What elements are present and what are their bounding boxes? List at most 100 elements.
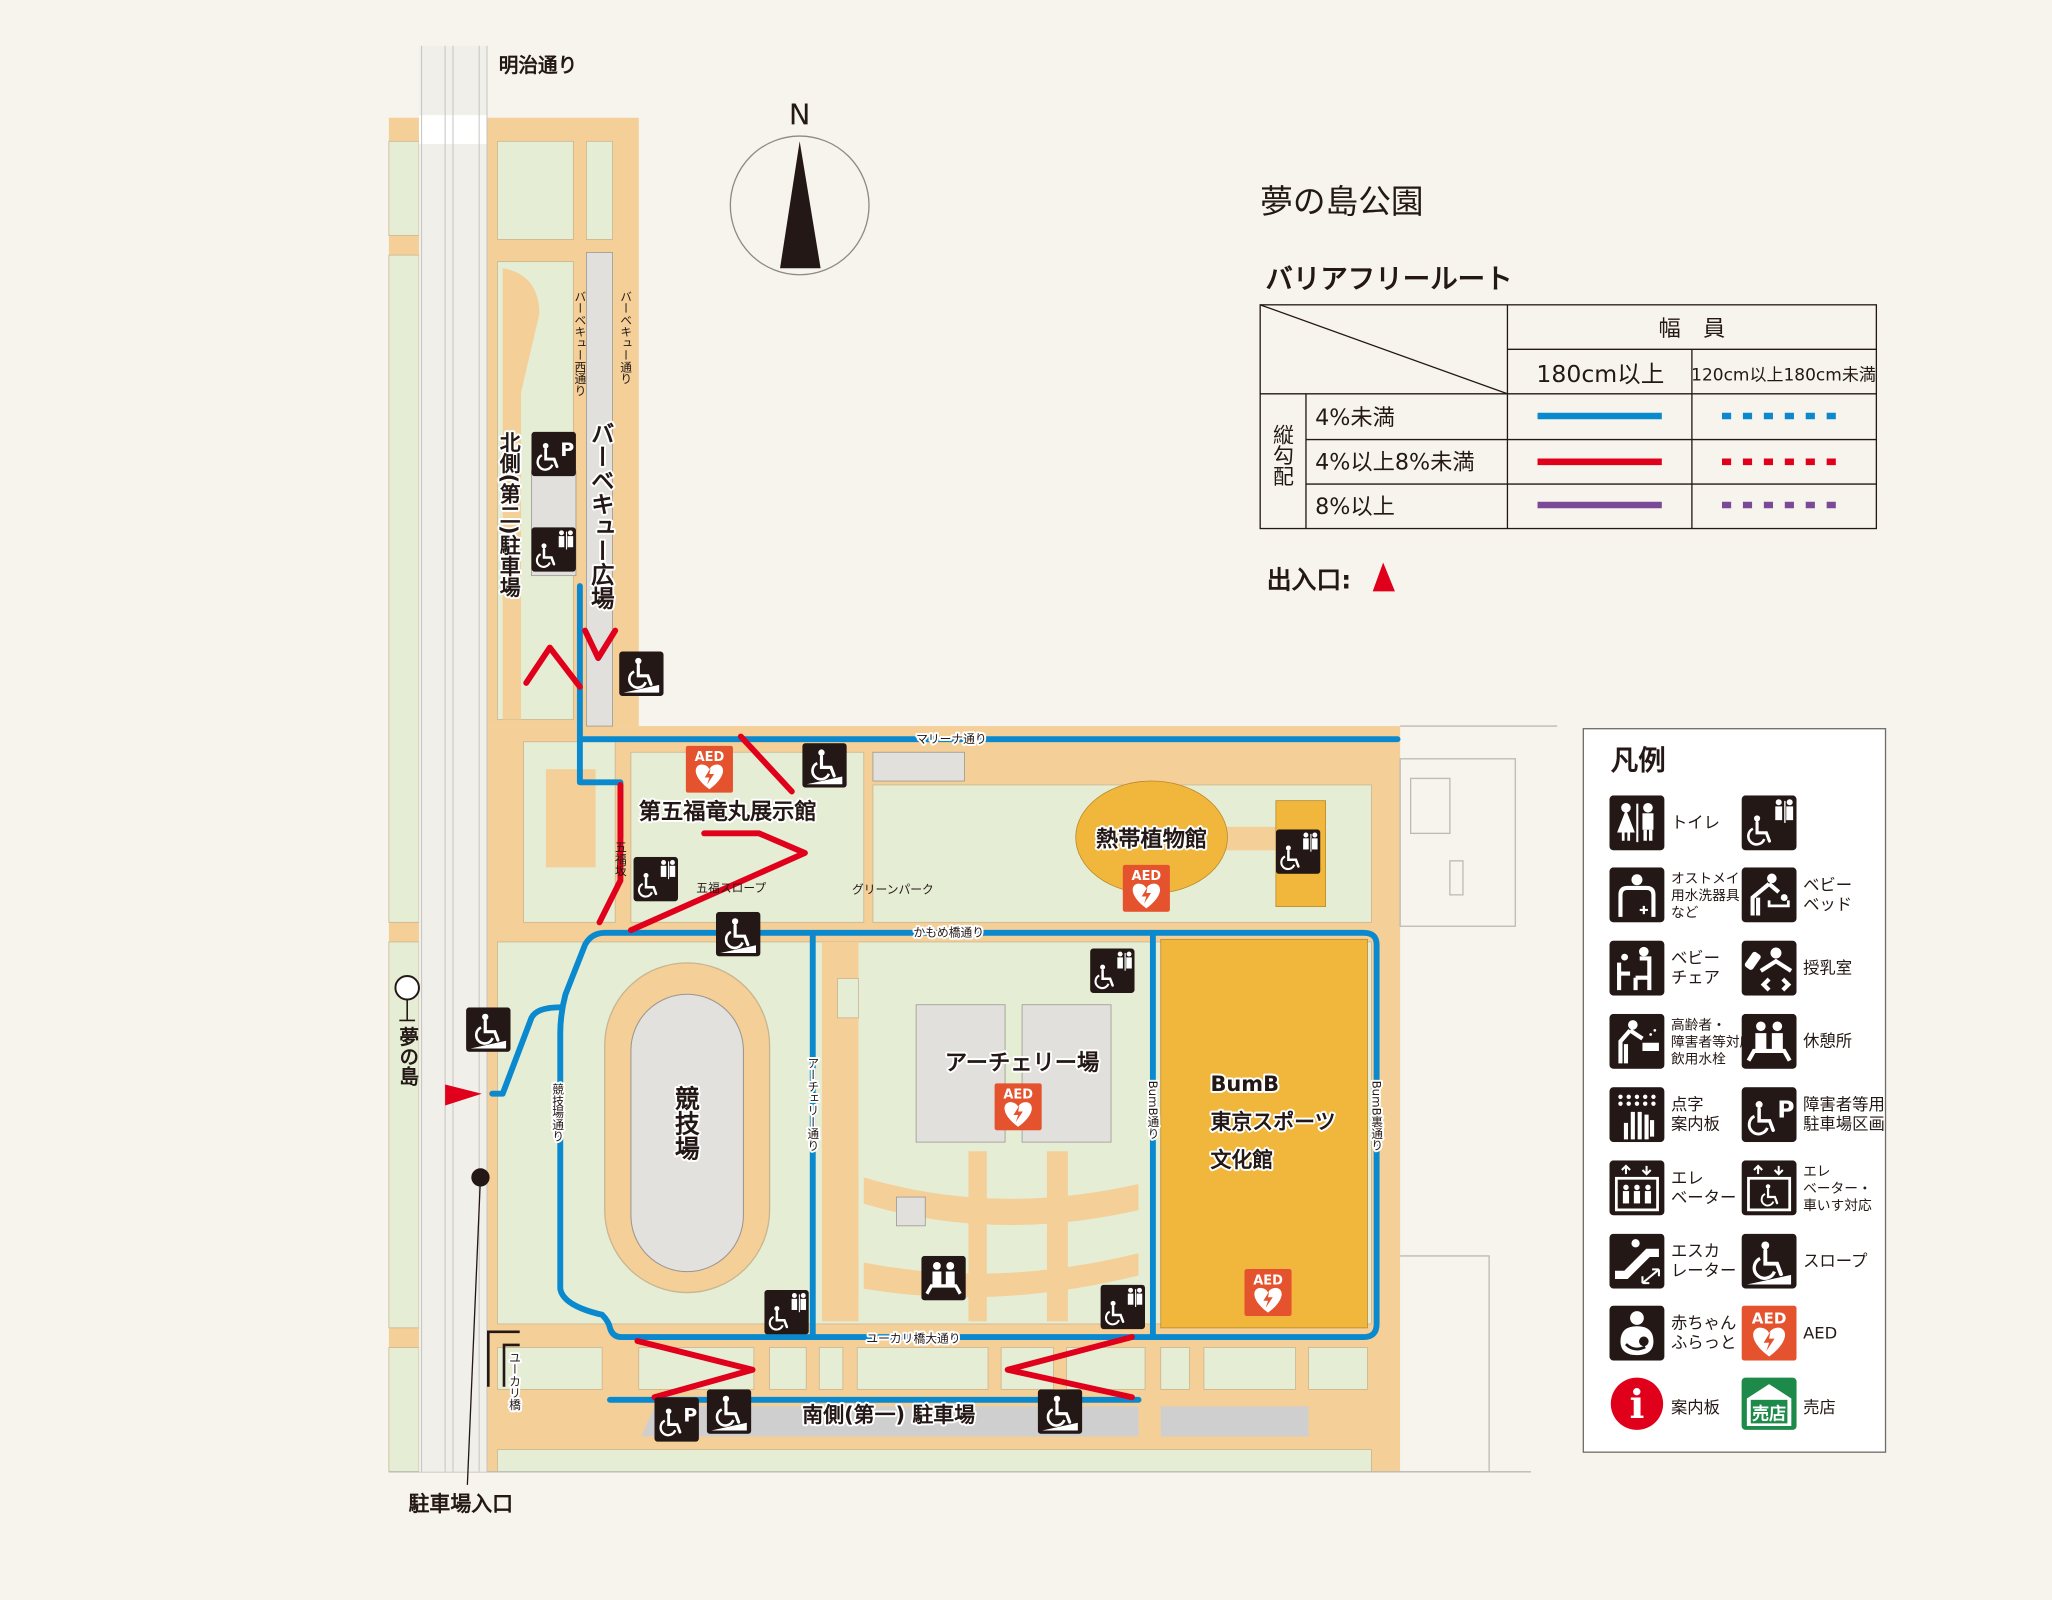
legend-item: スロープ [1742, 1234, 1868, 1289]
legend-title: 凡例 [1611, 745, 1666, 776]
aed-icon [1741, 1305, 1797, 1361]
archery-st-label: アーチェリー通り [806, 1057, 820, 1151]
accessible-toilet-icon[interactable] [1276, 829, 1320, 873]
legend-item: 授乳室 [1742, 941, 1852, 996]
width-col-180: 180cm以上 [1536, 360, 1664, 388]
route-marina-st [576, 583, 1401, 743]
legend-item-label: ベーター [1671, 1188, 1736, 1207]
yumenoshima-station-label: 夢の島 [396, 1026, 419, 1086]
legend-item [1742, 795, 1797, 850]
accessible-toilet-icon[interactable] [634, 857, 678, 901]
legend-item-label: エレ [1803, 1164, 1830, 1180]
accessible-toilet-icon [1742, 795, 1797, 850]
marina-st-label: マリーナ通り [916, 732, 987, 746]
north-arrow-icon [780, 141, 821, 269]
legend-item-label: 駐車場区画 [1803, 1115, 1885, 1134]
slope-icon[interactable] [802, 743, 846, 787]
legend-item-label: 高齢者・ [1671, 1017, 1726, 1034]
meiji-st-label: 明治通り [499, 54, 577, 77]
map-labels: 明治通り 夢の島 北側(第二)駐車場 バーベキュー広場 バーベキュー西通り バー… [396, 54, 1386, 1516]
accessible-toilet-icon[interactable] [764, 1290, 808, 1334]
slope-icon[interactable] [1038, 1389, 1082, 1433]
legend-item: トイレ [1609, 795, 1720, 851]
archery-range [915, 1004, 1006, 1143]
aed-icon[interactable] [1122, 864, 1170, 912]
legend-item-label: 点字 [1671, 1095, 1704, 1114]
slope-icon[interactable] [716, 912, 760, 956]
info-glyph: i [1630, 1382, 1645, 1428]
legend-item-label: 売店 [1803, 1398, 1836, 1417]
legend-item: 休憩所 [1742, 1014, 1852, 1069]
slope-row-3-label: 8%以上 [1315, 494, 1395, 520]
south-parking-label: 南側(第一) 駐車場 [802, 1403, 975, 1427]
legend-item-label: 休憩所 [1803, 1032, 1852, 1051]
aed-icon[interactable] [1244, 1269, 1292, 1317]
archery-range-label: アーチェリー場 [945, 1050, 1099, 1076]
bumb-label-line-2: 東京スポーツ [1210, 1110, 1335, 1134]
bbq-st-label: バーベキュー通り [619, 290, 633, 384]
entrance-triangle-icon [1372, 562, 1395, 592]
legend-item-label: 障害者等用 [1803, 1095, 1885, 1114]
slope-header: 縦勾配 [1270, 424, 1294, 487]
bumb-label-line-3: 文化館 [1210, 1148, 1273, 1172]
legend-item-label: エスカ [1671, 1242, 1720, 1261]
stadium-label: 競技場 [671, 1085, 700, 1162]
baby-friendly-icon [1609, 1305, 1665, 1361]
route-entrance [489, 1004, 564, 1097]
slope-row-2-label: 4%以上8%未満 [1315, 450, 1474, 476]
daigo-hall-label: 第五福竜丸展示館 [639, 798, 817, 825]
south-parking-lot [641, 1406, 1139, 1437]
route-gofuku-slope [627, 830, 808, 934]
aed-icon[interactable] [994, 1083, 1042, 1131]
slope-icon[interactable] [466, 1007, 510, 1051]
legend-item-label: スロープ [1803, 1251, 1868, 1270]
legend-item-label: ベーター・ [1803, 1181, 1872, 1197]
tropical-greenhouse-label: 熱帯植物館 [1096, 825, 1207, 852]
accessible-toilet-icon[interactable] [1090, 948, 1134, 992]
legend-item-label: 用水洗器具 [1671, 888, 1740, 904]
accessible-parking-icon[interactable] [531, 432, 575, 476]
route-south-slope-west [634, 1338, 756, 1401]
toilet-icon [1609, 795, 1665, 851]
rest-area-icon[interactable] [921, 1255, 966, 1301]
bumb-back-st-label: BumB裏通り [1370, 1081, 1384, 1151]
accessible-toilet-icon[interactable] [531, 527, 575, 571]
legend-item-label: エレ [1671, 1168, 1704, 1187]
bumb-st-label: BumB通り [1146, 1081, 1160, 1140]
elevator-icon [1609, 1160, 1664, 1215]
bbq-west-st-label: バーベキュー西通り [573, 290, 587, 396]
legend: 凡例 トイレオストメイト用水洗器具などベビーベッドベビーチェア授乳室高齢者・障害… [1582, 728, 1887, 1453]
route-key: 夢の島公園 バリアフリールート 幅 員 180cm以上 120cm以上180cm… [1259, 183, 1878, 595]
escalator-icon [1609, 1234, 1664, 1289]
slope-icon[interactable] [707, 1389, 751, 1433]
legend-item-label: オストメイト [1671, 871, 1753, 887]
accessible-toilet-icon[interactable] [1101, 1285, 1145, 1329]
bbq-plaza-label: バーベキュー広場 [587, 421, 615, 610]
legend-item-label: 授乳室 [1803, 958, 1852, 977]
park-title: 夢の島公園 [1260, 183, 1423, 221]
accessible-parking-icon[interactable] [654, 1397, 698, 1441]
legend-item-label: ベビー [1671, 949, 1720, 968]
braille-board-icon [1609, 1087, 1664, 1142]
slope-icon[interactable] [619, 652, 663, 696]
baby-bed-icon [1742, 867, 1797, 922]
legend-item-label: ふらっと [1671, 1333, 1736, 1352]
width-header: 幅 員 [1659, 316, 1726, 342]
map-base [388, 45, 1558, 1473]
accessible-parking-icon [1742, 1087, 1797, 1142]
station-icon [394, 974, 420, 1001]
parking-entrance-label: 駐車場入口 [409, 1492, 514, 1516]
yukari-bridge-label: ユーカリ橋 [507, 1351, 521, 1410]
legend-item-label: 案内板 [1671, 1115, 1720, 1134]
yukari-ohdori-label: ユーカリ橋大通り [866, 1331, 960, 1345]
shop-glyph: 売店 [1752, 1403, 1786, 1424]
legend-item-label: チェア [1671, 968, 1720, 987]
north-parking-label: 北側(第二)駐車場 [497, 432, 521, 598]
rest-area-icon [1742, 1014, 1797, 1069]
route-bbq-slope [582, 627, 619, 661]
aed-icon[interactable] [685, 745, 733, 793]
